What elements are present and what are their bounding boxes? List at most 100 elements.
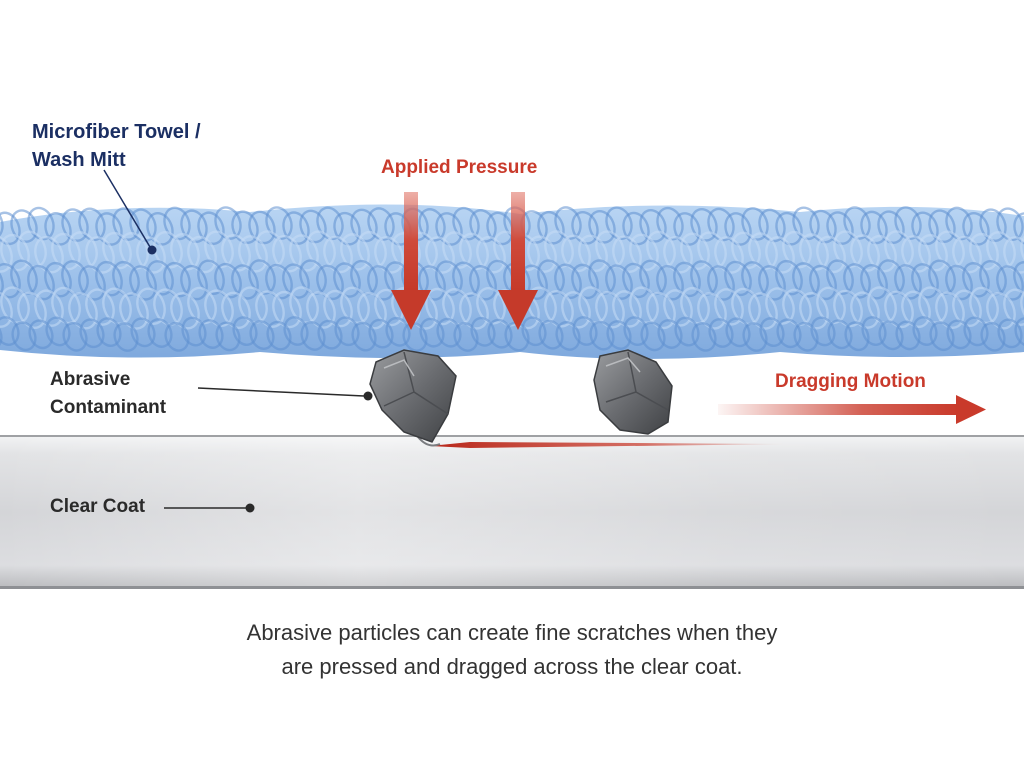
towel-fiber-loop	[282, 211, 310, 245]
towel-fiber-loop	[809, 264, 837, 301]
towel-fiber-loop	[578, 234, 608, 272]
towel-fiber-loop	[997, 318, 1023, 349]
towel-fiber-loop	[555, 321, 581, 351]
towel-fiber-loop	[860, 264, 888, 300]
towel-fiber-loop	[527, 235, 557, 273]
towel-fiber-loop	[197, 259, 225, 295]
towel-fiber-loop	[0, 206, 4, 240]
towel-label-line2: Wash Mitt	[32, 149, 126, 171]
towel-label: Microfiber Towel / Wash Mitt	[32, 118, 201, 174]
towel-fiber-loop	[27, 206, 55, 241]
towel-fiber-loop	[289, 234, 319, 272]
contaminant-label-line1: Abrasive	[50, 369, 131, 390]
towel-fiber-loop	[612, 235, 642, 273]
towel-fiber-loop	[198, 319, 224, 349]
towel-fiber-loop	[799, 292, 829, 330]
towel-fiber-loop	[646, 291, 676, 330]
towel-fiber-loop	[714, 236, 744, 274]
towel-fiber-loop	[129, 208, 157, 243]
towel-fiber-loop	[724, 260, 752, 297]
towel-fiber-loop	[809, 209, 837, 244]
dragging-arrow-icon	[718, 395, 986, 424]
abrasive-particle	[369, 349, 457, 443]
contaminant-leader-line	[197, 387, 373, 401]
towel-fiber-loop	[272, 290, 302, 329]
towel-fiber-loop	[962, 212, 990, 246]
towel-fiber-loop	[996, 265, 1024, 301]
towel-fiber-loop	[418, 265, 446, 301]
towel-fiber-loop	[1020, 231, 1024, 270]
towel-fiber-loop	[215, 321, 241, 352]
towel-fiber-loop	[34, 289, 64, 327]
towel-fiber-loop	[561, 234, 591, 273]
towel-fiber-loop	[0, 262, 21, 299]
towel-fiber-loop	[748, 232, 778, 270]
towel-fiber-loop	[521, 316, 547, 347]
towel-fiber-loop	[945, 206, 973, 241]
towel-fiber-loop	[11, 321, 37, 352]
towel-fiber-loop	[68, 292, 98, 330]
towel-fiber-loop	[963, 316, 989, 347]
towel-fiber-loop	[85, 288, 115, 326]
towel-fiber-loop	[1014, 317, 1024, 347]
towel-fiber-loop	[1003, 236, 1024, 274]
towel-fiber-loop	[1020, 287, 1024, 325]
towel-fiber-loop	[673, 261, 701, 298]
towel-fiber-loop	[351, 321, 377, 352]
towel-fiber-loop	[792, 206, 820, 241]
towel-fiber-loop	[861, 316, 887, 346]
towel-fiber-loop	[741, 261, 769, 297]
towel-fiber-loop	[673, 212, 701, 246]
towel-fiber-loop	[164, 321, 190, 352]
towel-fiber-loop	[0, 316, 20, 346]
towel-fiber-loop	[605, 264, 633, 300]
caption-line2: are pressed and dragged across the clear…	[281, 654, 743, 679]
towel-fiber-loop	[367, 265, 395, 301]
towel-fiber-loop	[306, 291, 336, 329]
towel-fiber-loop	[595, 291, 625, 329]
towel-fiber-loop	[901, 235, 931, 273]
towel-fiber-loop	[249, 320, 275, 350]
towel-fiber-loop	[102, 231, 132, 270]
towel-fiber-loop	[452, 206, 480, 241]
towel-fiber-loop	[554, 206, 582, 240]
towel-fiber-loop	[436, 317, 462, 348]
towel-fiber-loop	[27, 264, 55, 301]
towel-fiber-loop	[272, 235, 302, 273]
towel-fiber-loop	[912, 316, 938, 346]
towel-fiber-loop	[232, 316, 258, 346]
towel-fiber-loop	[799, 233, 829, 271]
towel-fiber-loop	[79, 318, 105, 349]
towel-fiber-loop	[691, 321, 717, 352]
towel-fiber-loop	[946, 319, 972, 350]
towel-fiber-loop	[435, 212, 463, 246]
towel-fiber-loop	[759, 317, 785, 347]
towel-fiber-loop	[323, 235, 353, 274]
towel-fiber-loop	[878, 320, 904, 351]
towel-fiber-loop	[28, 319, 54, 350]
towel-fiber-loop	[130, 317, 156, 348]
towel-fiber-loop	[1003, 288, 1024, 326]
towel-fiber-loop	[435, 260, 463, 296]
contaminant-label-line2: Contaminant	[50, 397, 167, 418]
towel-fiber-loop	[119, 292, 149, 330]
towel-fiber-loop	[731, 231, 761, 270]
towel-fiber-loop	[605, 206, 633, 240]
towel-fiber-loop	[571, 211, 599, 245]
towel-fiber-loop	[996, 207, 1024, 241]
towel-fiber-loop	[323, 289, 353, 328]
towel-fiber-loop	[487, 318, 513, 349]
towel-fiber-loop	[170, 292, 200, 330]
towel-fiber-loop	[85, 236, 115, 274]
towel-fiber-loop	[214, 262, 242, 299]
towel-fiber-loop	[95, 212, 123, 246]
towel-fiber-loop	[181, 316, 207, 347]
towel-fiber-loop	[714, 288, 744, 326]
towel-fiber-loop	[374, 236, 404, 274]
towel-fiber-loop	[170, 233, 200, 271]
towel-fiber-loop	[554, 263, 582, 299]
towel-fiber-loop	[146, 260, 174, 296]
towel-fiber-loop	[623, 316, 649, 347]
towel-fiber-loop	[0, 290, 13, 328]
